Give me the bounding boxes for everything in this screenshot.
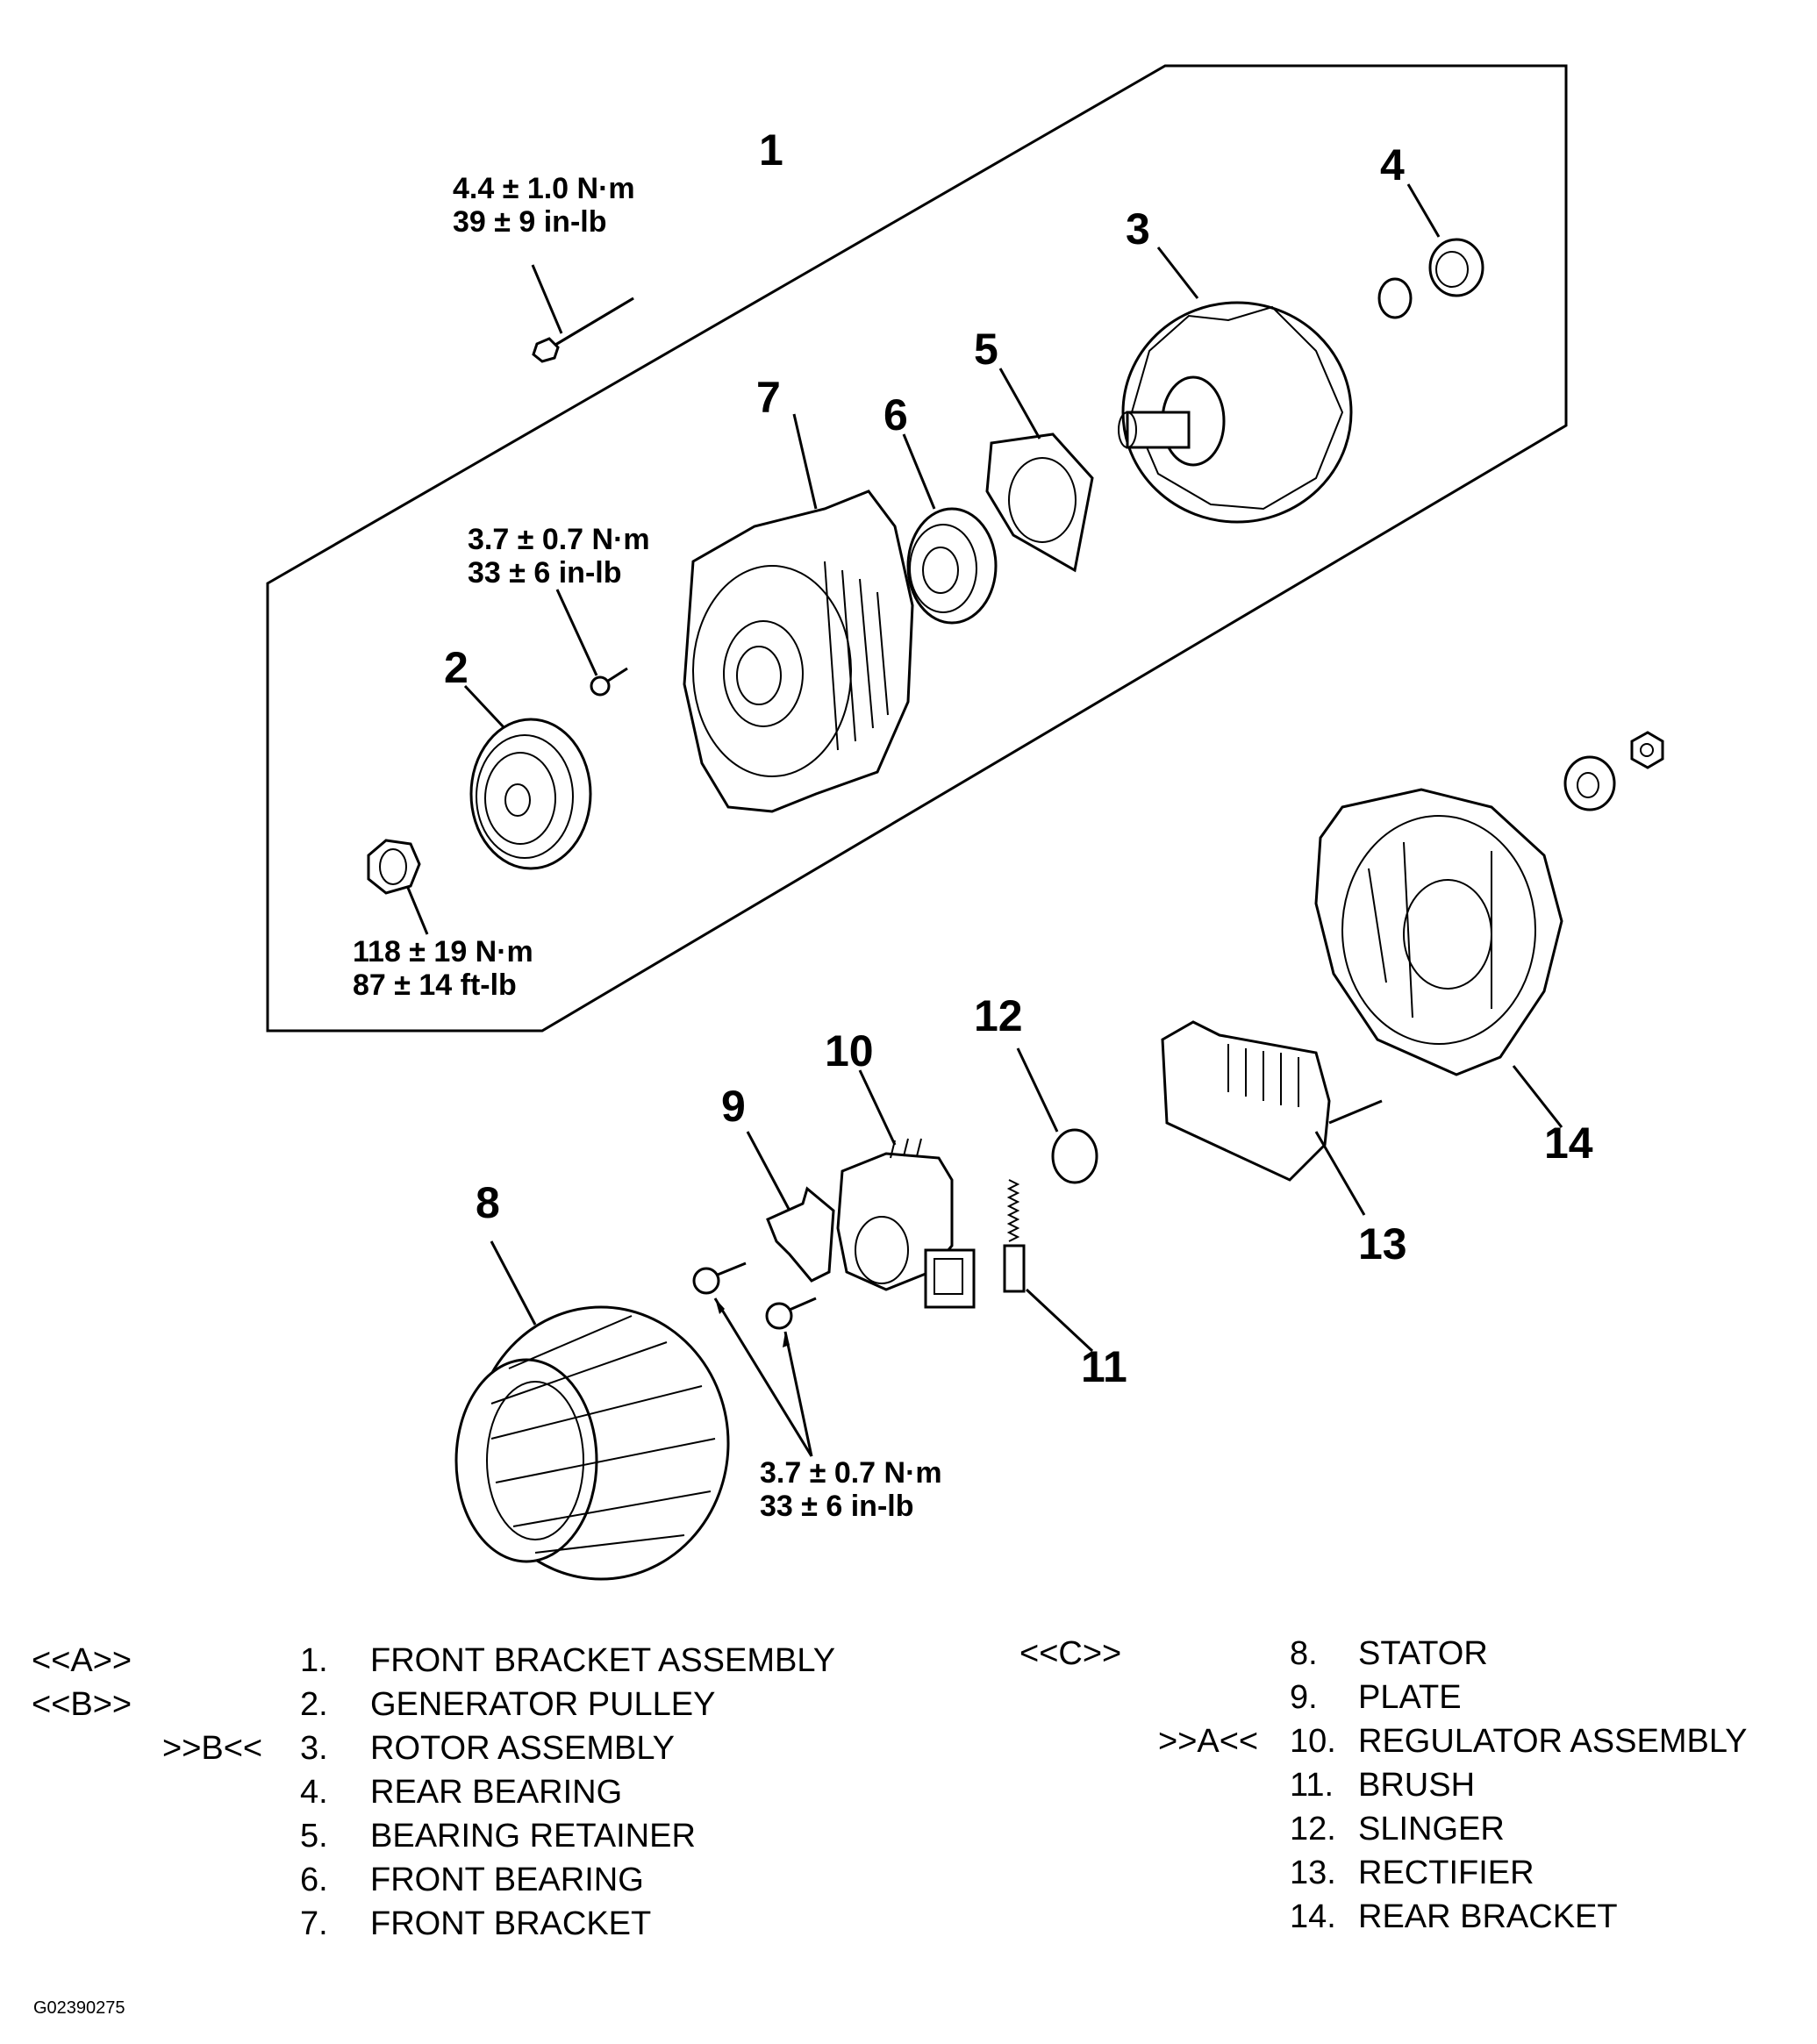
bracket-screw (555, 589, 628, 697)
legend-number: 10. (1290, 1723, 1336, 1760)
torque-regulator-screws-nm: 3.7 ± 0.7 N·m (760, 1456, 942, 1490)
legend-part-name: SLINGER (1358, 1811, 1505, 1847)
callout-8: 8 (476, 1178, 500, 1227)
legend-part-name: FRONT BRACKET (370, 1905, 652, 1942)
callout-2: 2 (444, 643, 469, 692)
legend-number: 8. (1290, 1635, 1318, 1672)
legend-row: >>B<< 3. ROTOR ASSEMBLY (0, 1726, 877, 1770)
legend-row: 4. REAR BEARING (0, 1770, 877, 1814)
legend-row: <<B>> 2. GENERATOR PULLEY (0, 1683, 877, 1726)
legend-row: 5. BEARING RETAINER (0, 1814, 877, 1858)
legend-ref: >>A<< (1158, 1723, 1259, 1760)
front-bracket-assembly-boundary (266, 64, 1568, 1033)
legend-row: 12. SLINGER (1009, 1807, 1799, 1851)
regulator-screws (692, 1261, 817, 1457)
callout-4: 4 (1380, 140, 1405, 189)
legend-row: 7. FRONT BRACKET (0, 1902, 877, 1946)
torque-pulley-nut-imperial: 87 ± 14 ft-lb (353, 968, 517, 1002)
legend-row: 13. RECTIFIER (1009, 1851, 1799, 1895)
torque-bracket-screw-imperial: 33 ± 6 in-lb (468, 556, 621, 590)
legend-ref: >>B<< (162, 1730, 263, 1767)
callout-13: 13 (1358, 1219, 1407, 1269)
legend-number: 14. (1290, 1898, 1336, 1935)
legend-number: 13. (1290, 1855, 1336, 1891)
callout-12: 12 (974, 991, 1023, 1040)
figure-id: G02390275 (33, 1998, 125, 2018)
bearing-retainer (985, 368, 1094, 573)
legend-row: <<A>> 1. FRONT BRACKET ASSEMBLY (0, 1639, 877, 1683)
legend-ref: <<C>> (1019, 1635, 1122, 1672)
legend-row: <<C>> 8. STATOR (1009, 1632, 1799, 1676)
exploded-view-diagram: 1 2 3 4 5 6 7 8 9 10 11 12 13 14 4.4 ± 1… (266, 64, 1664, 1581)
legend-ref: <<A>> (32, 1642, 132, 1679)
regulator-assembly (836, 1069, 976, 1309)
legend-row: >>A<< 10. REGULATOR ASSEMBLY (1009, 1719, 1799, 1763)
legend-row: 6. FRONT BEARING (0, 1858, 877, 1902)
callout-3: 3 (1126, 204, 1150, 254)
rear-bearing (1377, 183, 1484, 319)
legend-part-name: FRONT BEARING (370, 1862, 644, 1898)
generator-pulley (463, 684, 592, 870)
legend-part-name: GENERATOR PULLEY (370, 1686, 716, 1723)
legend-part-name: REGULATOR ASSEMBLY (1358, 1723, 1748, 1760)
legend-number: 7. (300, 1905, 328, 1942)
legend-number: 5. (300, 1818, 328, 1855)
legend-number: 12. (1290, 1811, 1336, 1847)
slinger (1016, 1047, 1098, 1184)
torque-regulator-screws-imperial: 33 ± 6 in-lb (760, 1490, 913, 1523)
legend-part-name: ROTOR ASSEMBLY (370, 1730, 676, 1767)
rear-bracket (1314, 788, 1563, 1128)
brush (1003, 1179, 1094, 1353)
legend-part-name: BEARING RETAINER (370, 1818, 696, 1855)
legend-part-name: REAR BRACKET (1358, 1898, 1618, 1935)
torque-bracket-screw-nm: 3.7 ± 0.7 N·m (468, 523, 650, 556)
parts-legend-right: <<C>> 8. STATOR 9. PLATE >>A<< 10. REGULATOR AS… (1009, 1632, 1799, 1939)
legend-part-name: RECTIFIER (1358, 1855, 1534, 1891)
legend-part-name: STATOR (1358, 1635, 1488, 1672)
stator (454, 1240, 730, 1581)
callout-9: 9 (721, 1082, 746, 1131)
through-bolt (531, 264, 634, 363)
rotor-assembly (1118, 247, 1353, 524)
pulley-nut (367, 839, 429, 935)
torque-long-bolt-nm: 4.4 ± 1.0 N·m (453, 172, 635, 205)
legend-number: 2. (300, 1686, 328, 1723)
rectifier (1161, 1020, 1383, 1216)
legend-number: 3. (300, 1730, 328, 1767)
callout-10: 10 (825, 1026, 874, 1076)
legend-row: 11. BRUSH (1009, 1763, 1799, 1807)
legend-row: 14. REAR BRACKET (1009, 1895, 1799, 1939)
rear-nut-and-bushing (1563, 731, 1664, 811)
callout-14: 14 (1544, 1118, 1593, 1168)
callout-7: 7 (756, 373, 781, 422)
callout-5: 5 (974, 325, 998, 374)
legend-part-name: PLATE (1358, 1679, 1462, 1716)
legend-part-name: BRUSH (1358, 1767, 1476, 1804)
legend-number: 4. (300, 1774, 328, 1811)
plate (746, 1131, 835, 1283)
front-bearing (902, 433, 998, 625)
callout-11: 11 (1081, 1342, 1127, 1391)
front-bracket (683, 413, 914, 813)
callout-1: 1 (759, 125, 783, 175)
torque-pulley-nut-nm: 118 ± 19 N·m (353, 935, 533, 968)
legend-part-name: FRONT BRACKET ASSEMBLY (370, 1642, 836, 1679)
callout-6: 6 (883, 390, 908, 440)
legend-number: 11. (1290, 1767, 1334, 1804)
torque-long-bolt-imperial: 39 ± 9 in-lb (453, 205, 606, 239)
legend-row: 9. PLATE (1009, 1676, 1799, 1719)
legend-number: 6. (300, 1862, 328, 1898)
legend-ref: <<B>> (32, 1686, 132, 1723)
legend-number: 9. (1290, 1679, 1318, 1716)
legend-number: 1. (300, 1642, 328, 1679)
parts-legend-left: <<A>> 1. FRONT BRACKET ASSEMBLY <<B>> 2. GENE… (0, 1639, 877, 1946)
legend-part-name: REAR BEARING (370, 1774, 623, 1811)
